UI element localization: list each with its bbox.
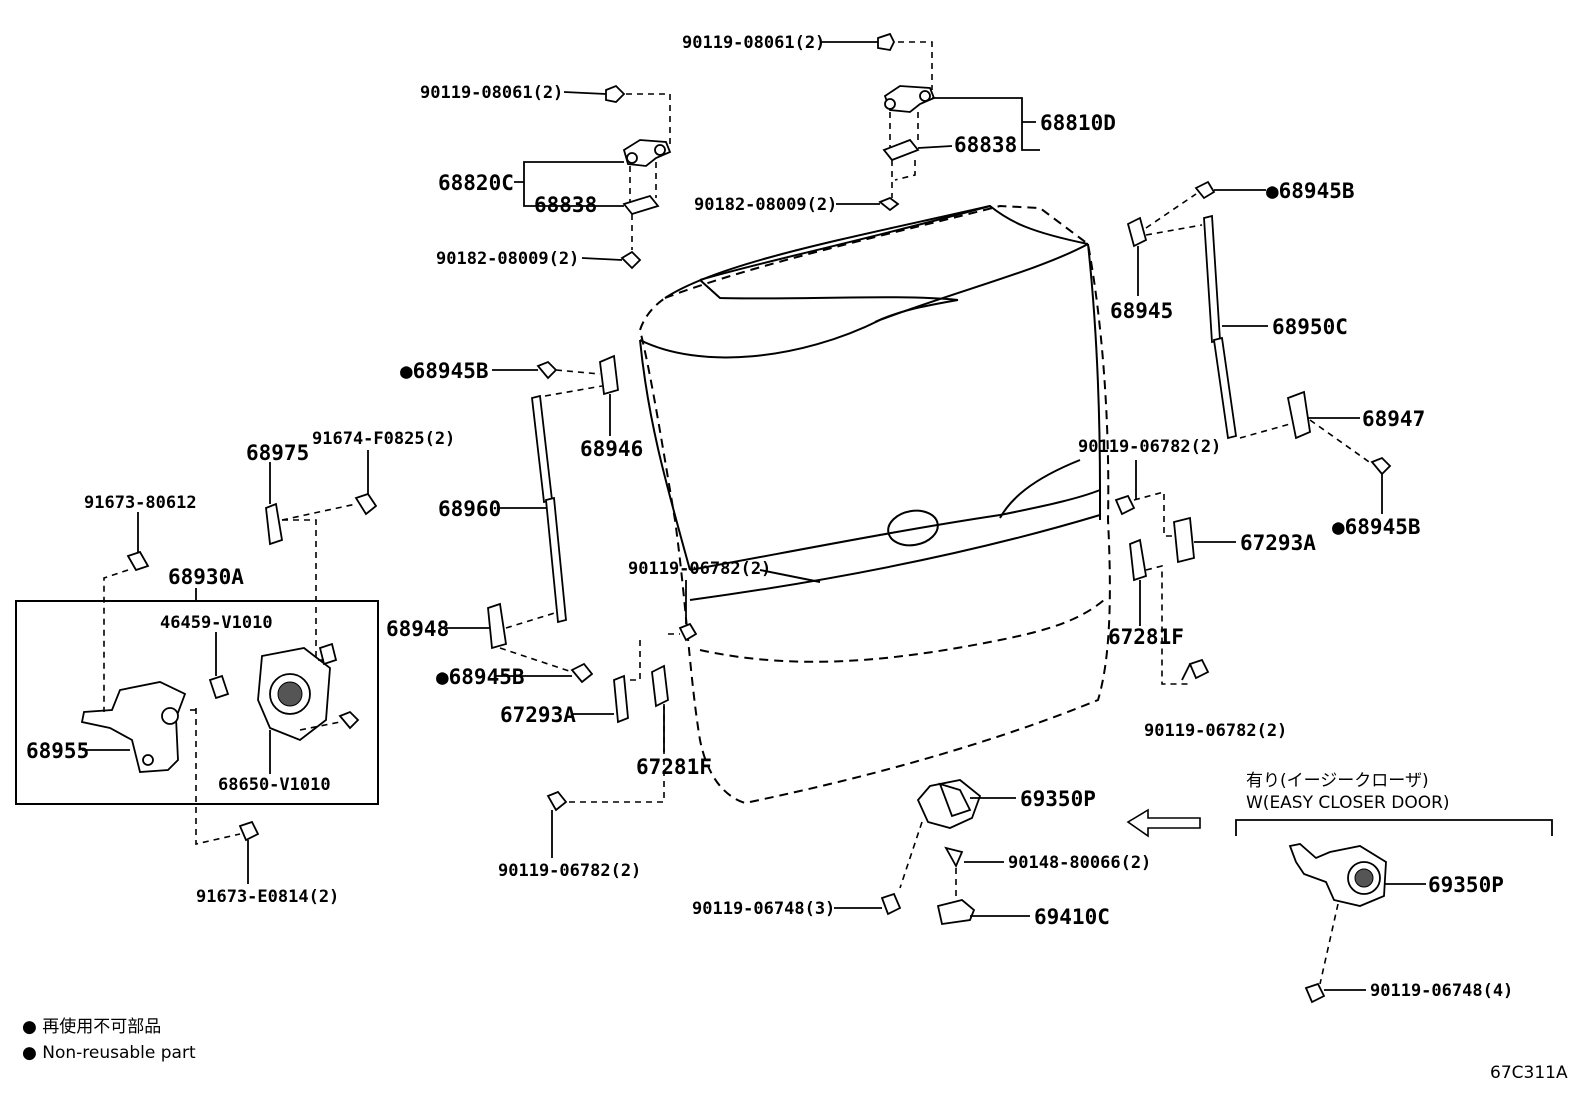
label-90119-06782-center: 90119-06782(2) — [628, 559, 771, 579]
label-68945B-top: ●68945B — [1266, 179, 1355, 203]
label-67293A-left: 67293A — [500, 703, 576, 727]
label-68960: 68960 — [438, 497, 501, 521]
label-67293A-right: 67293A — [1240, 531, 1316, 555]
label-67281F-right: 67281F — [1108, 625, 1184, 649]
label-68948: 68948 — [386, 617, 449, 641]
back-door-outline — [638, 204, 1111, 805]
strut-right-parts — [1126, 180, 1392, 476]
legend-english: ● Non-reusable part — [22, 1043, 196, 1063]
leader-lines — [82, 41, 1426, 991]
label-69350P-center: 69350P — [1020, 787, 1096, 811]
label-68947: 68947 — [1362, 407, 1425, 431]
label-90148: 90148-80066(2) — [1008, 853, 1151, 873]
closer-assembly-parts — [15, 492, 379, 846]
label-68945: 68945 — [1110, 299, 1173, 323]
label-68950C: 68950C — [1272, 315, 1348, 339]
strut-left-parts — [487, 354, 619, 684]
label-68810D: 68810D — [1040, 111, 1116, 135]
label-90119-06782-upright: 90119-06782(2) — [1078, 437, 1221, 457]
label-91673-80612: 91673-80612 — [84, 493, 197, 513]
hinge-left-parts — [605, 84, 672, 270]
label-68945B-right: ●68945B — [1332, 515, 1421, 539]
part-labels: 90119-08061(2) 90119-08061(2) 68810D 688… — [26, 33, 1513, 1001]
legend-japanese: ● 再使用不可部品 — [22, 1016, 161, 1037]
label-90182-left: 90182-08009(2) — [436, 249, 579, 269]
label-69410C: 69410C — [1034, 905, 1110, 929]
label-68945B-left: ●68945B — [400, 359, 489, 383]
label-90119-08061-top: 90119-08061(2) — [682, 33, 825, 53]
option-caption-japanese: 有り(イージークローザ) — [1246, 771, 1429, 791]
option-caption: 有り(イージークローザ) W(EASY CLOSER DOOR) — [1246, 771, 1450, 813]
label-90119-08061-left: 90119-08061(2) — [420, 83, 563, 103]
label-90119-06748-3: 90119-06748(3) — [692, 899, 835, 919]
label-69350P-right: 69350P — [1428, 873, 1504, 897]
label-46459: 46459-V1010 — [160, 613, 273, 633]
closer-motor-parts — [880, 779, 1553, 1004]
label-91673-E0814: 91673-E0814(2) — [196, 887, 339, 907]
label-90182-right: 90182-08009(2) — [694, 195, 837, 215]
label-90119-06748-4: 90119-06748(4) — [1370, 981, 1513, 1001]
latch-parts — [546, 490, 1210, 812]
label-91674: 91674-F0825(2) — [312, 429, 455, 449]
label-67281F-left: 67281F — [636, 755, 712, 779]
hinge-right-parts — [877, 32, 936, 212]
label-68820C: 68820C — [438, 171, 514, 195]
legend: ● 再使用不可部品 ● Non-reusable part — [22, 1016, 196, 1063]
label-90119-06782-lowright: 90119-06782(2) — [1144, 721, 1287, 741]
label-68955: 68955 — [26, 739, 89, 763]
option-caption-english: W(EASY CLOSER DOOR) — [1246, 793, 1450, 813]
label-68838-right: 68838 — [954, 133, 1017, 157]
label-68975: 68975 — [246, 441, 309, 465]
label-68946: 68946 — [580, 437, 643, 461]
label-68930A: 68930A — [168, 565, 244, 589]
label-68945B-bottom: ●68945B — [436, 665, 525, 689]
label-68650: 68650-V1010 — [218, 775, 331, 795]
label-68838-left: 68838 — [534, 193, 597, 217]
figure-code: 67C311A — [1490, 1063, 1568, 1083]
label-90119-06782-bottom: 90119-06782(2) — [498, 861, 641, 881]
